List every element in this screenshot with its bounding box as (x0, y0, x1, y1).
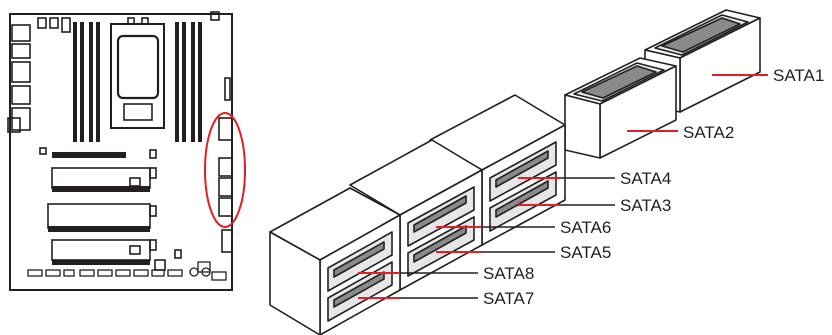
cpu-socket (110, 17, 165, 129)
header-block (210, 11, 220, 21)
dimm-slots-right (175, 22, 202, 142)
sata56-connector (349, 139, 483, 291)
chip (39, 147, 47, 155)
header-block (49, 17, 59, 29)
label-sata4: SATA4 (620, 169, 671, 188)
sata-highlight-ellipse (204, 112, 246, 228)
dimm-slots-left (73, 22, 100, 142)
board-sata-connectors (218, 117, 233, 253)
header-block (224, 77, 231, 101)
labels: SATA1 SATA2 SATA4 SATA3 SATA6 SATA5 SATA… (483, 66, 824, 308)
callout-lines (358, 74, 768, 299)
motherboard-illustration (7, 11, 233, 291)
label-sata7: SATA7 (483, 289, 534, 308)
label-sata2: SATA2 (683, 123, 734, 142)
pcie-slots (47, 149, 157, 265)
sata78-connector (269, 187, 401, 335)
label-sata8: SATA8 (483, 264, 534, 283)
io-port (11, 107, 31, 131)
sata2-connector (564, 57, 677, 159)
header-block (37, 17, 47, 29)
label-sata5: SATA5 (560, 243, 611, 262)
io-port (7, 117, 21, 133)
label-sata6: SATA6 (560, 218, 611, 237)
bottom-headers (27, 261, 227, 281)
chip (174, 249, 182, 259)
label-sata1: SATA1 (773, 66, 824, 85)
motherboard-outline (9, 13, 233, 291)
header-block (61, 17, 71, 33)
io-port (11, 85, 31, 105)
chip (154, 259, 166, 271)
io-port (11, 61, 31, 83)
io-port (11, 43, 31, 59)
label-sata3: SATA3 (620, 196, 671, 215)
io-port (11, 24, 31, 42)
